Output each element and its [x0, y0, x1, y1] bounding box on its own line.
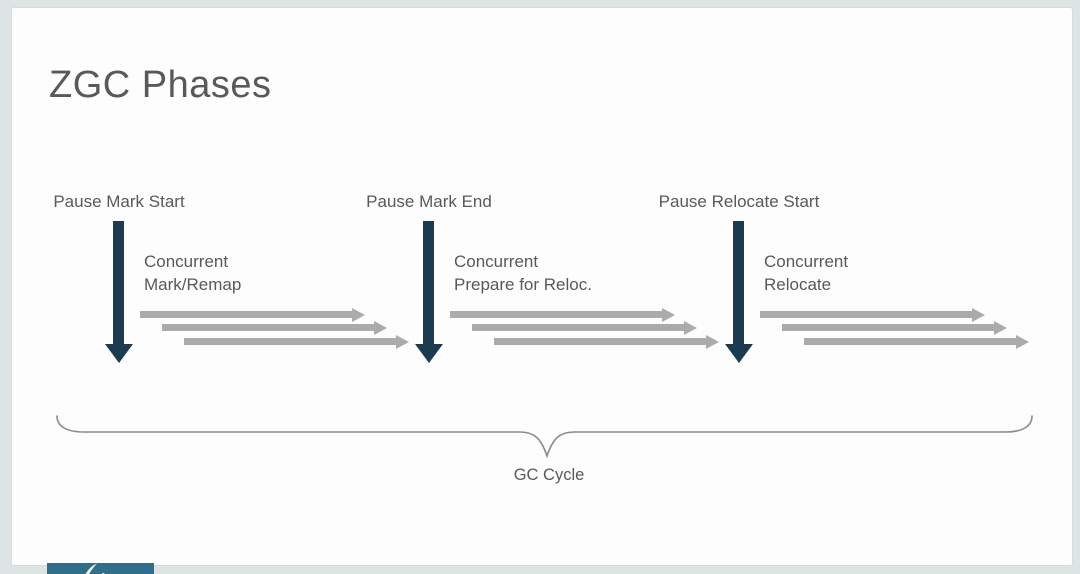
arrow-head: [662, 307, 675, 322]
concurrent-thread-arrow-icon: [450, 307, 675, 322]
concurrent-phase-label: Concurrent Mark/Remap: [144, 250, 241, 296]
pause-phase-label: Pause Mark Start: [53, 192, 185, 211]
arrow-shaft: [472, 324, 684, 331]
arrow-head: [684, 320, 697, 335]
concurrent-thread-arrow-icon: [760, 307, 985, 322]
arrow-shaft: [162, 324, 374, 331]
arrow-head: [352, 307, 365, 322]
pause-arrow-shaft: [733, 221, 744, 346]
gc-cycle-brace-icon: [56, 415, 1033, 459]
pause-arrow-head: [725, 344, 753, 363]
concurrent-thread-arrow-icon: [184, 334, 409, 349]
arrow-head: [1016, 334, 1029, 349]
arrow-head: [706, 334, 719, 349]
pause-phase-label: Pause Mark End: [366, 192, 492, 211]
concurrent-phase-label: Concurrent Relocate: [764, 250, 848, 296]
pause-down-arrow-icon: [327, 180, 667, 375]
phase-group-relocate-start: Pause Relocate Start Concurrent Relocate: [637, 180, 1029, 375]
arrow-shaft: [782, 324, 994, 331]
concurrent-thread-arrow-icon: [782, 320, 1007, 335]
concurrent-label-line1: Concurrent: [764, 252, 849, 271]
phase-group-mark-start: Pause Mark Start Concurrent Mark/Remap: [17, 180, 409, 375]
concurrent-phase-label: Concurrent Prepare for Reloc.: [454, 250, 592, 296]
pause-down-arrow-icon: [637, 180, 977, 375]
arrow-shaft: [450, 311, 662, 318]
concurrent-thread-arrow-icon: [804, 334, 1029, 349]
slide-title: ZGC Phases: [49, 64, 272, 106]
phase-group-mark-end: Pause Mark End Concurrent Prepare for Re…: [327, 180, 719, 375]
concurrent-thread-arrow-icon: [472, 320, 697, 335]
gc-cycle-label: GC Cycle: [513, 466, 585, 484]
pause-down-arrow-icon: [17, 180, 357, 375]
arrow-shaft: [140, 311, 352, 318]
pause-arrow-head: [415, 344, 443, 363]
concurrent-label-line2: Relocate: [764, 275, 832, 294]
concurrent-thread-arrow-icon: [162, 320, 387, 335]
arrow-head: [396, 334, 409, 349]
arrow-shaft: [184, 338, 396, 345]
slide-canvas: ZGC Phases Pause Mark Start Concurrent M…: [12, 8, 1072, 574]
concurrent-label-line1: Concurrent: [144, 252, 229, 271]
concurrent-thread-arrow-icon: [140, 307, 365, 322]
pause-phase-label: Pause Relocate Start: [658, 192, 820, 211]
pause-arrow-head: [105, 344, 133, 363]
concurrent-label-line2: Mark/Remap: [144, 275, 242, 294]
concurrent-label-line1: Concurrent: [454, 252, 539, 271]
pause-arrow-shaft: [113, 221, 124, 346]
logo-glyph-icon: [85, 563, 105, 574]
arrow-head: [374, 320, 387, 335]
arrow-shaft: [760, 311, 972, 318]
arrow-head: [994, 320, 1007, 335]
concurrent-thread-arrow-icon: [494, 334, 719, 349]
pause-arrow-shaft: [423, 221, 434, 346]
concurrent-label-line2: Prepare for Reloc.: [454, 275, 592, 294]
arrow-shaft: [804, 338, 1016, 345]
arrow-shaft: [494, 338, 706, 345]
brand-logo: [47, 563, 154, 574]
arrow-head: [972, 307, 985, 322]
